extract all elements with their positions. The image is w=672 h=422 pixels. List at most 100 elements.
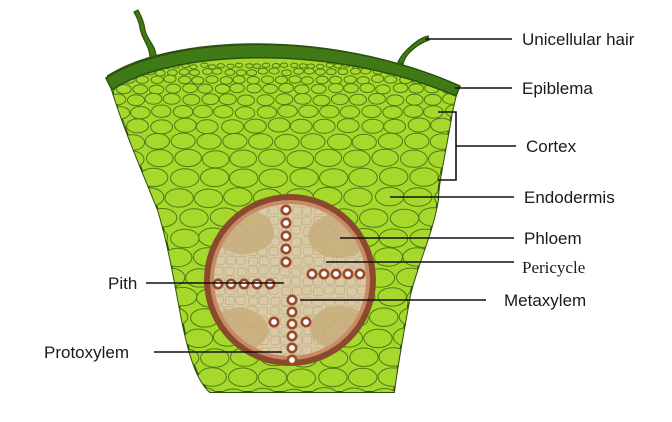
cortex-cell [281, 69, 292, 77]
stele-cell [292, 206, 303, 216]
cortex-cell [218, 93, 237, 106]
cortex-cell [138, 367, 168, 388]
cortex-cell [221, 119, 244, 135]
stele-cell [325, 226, 336, 236]
cortex-cell [463, 70, 473, 76]
stele-cell [323, 235, 334, 245]
stele-cell [346, 287, 357, 297]
cortex-cell [178, 68, 190, 76]
cortex-cell [289, 168, 319, 188]
epiblema-layer [105, 43, 461, 97]
stele-cell [312, 277, 323, 286]
cortex-cell [369, 388, 399, 393]
label-cortex: Cortex [526, 137, 577, 156]
xylem-vessel [238, 278, 250, 290]
cortex-cell [170, 132, 196, 150]
cortex-cell [108, 63, 118, 69]
cortex-cell [442, 63, 452, 70]
stele-cell [313, 326, 324, 335]
cortex-cell [319, 104, 340, 119]
cortex-cell [286, 150, 315, 169]
cortex-cell [349, 347, 379, 367]
cortex-cell [108, 62, 109, 68]
stele-cell [258, 265, 269, 275]
stele-cell [236, 317, 247, 327]
stele-cell [303, 246, 314, 256]
stele-cell [313, 216, 324, 225]
stele-cell [224, 305, 235, 315]
cortex-cell [211, 67, 223, 75]
cortex-cell [343, 83, 359, 94]
xylem-vessel [280, 230, 292, 242]
cortex-cell [373, 247, 403, 267]
cortex-cell [153, 327, 183, 348]
cortex-cell [414, 62, 423, 69]
stele-cell [314, 257, 324, 266]
cortex-cell [275, 93, 294, 106]
stele-cell [269, 265, 280, 275]
cortex-cell [226, 63, 235, 70]
cortex-cell [168, 367, 198, 388]
stele-cell [291, 267, 301, 277]
stele-cell [236, 225, 247, 235]
cortex-cell [274, 75, 289, 85]
cortex-cell [109, 106, 131, 120]
label-epiblema: Epiblema [522, 79, 593, 98]
cortex-cell [151, 104, 172, 118]
cortex-cell [147, 208, 178, 228]
stele-cell [258, 336, 269, 346]
cortex-cell [339, 105, 361, 119]
cortex-cell [350, 67, 361, 75]
cortex-cell [202, 68, 213, 75]
cortex-cell [460, 63, 467, 67]
cortex-cell [428, 388, 458, 393]
stele-cell [259, 237, 270, 247]
cortex-cell [437, 367, 458, 388]
cortex-cell [300, 133, 326, 150]
cortex-cell [348, 167, 378, 188]
cortex-cell [293, 93, 312, 105]
stele-cell [248, 296, 259, 306]
cortex-cell [213, 105, 234, 119]
stele-cell [247, 246, 258, 256]
stele-cell [301, 286, 312, 295]
cortex-cell [382, 105, 403, 120]
cortex-cell [246, 83, 262, 94]
cortex-cell [208, 64, 217, 70]
cortex-cell [434, 64, 443, 70]
stele-cell [247, 326, 258, 336]
cortex-cell [200, 167, 230, 188]
stele-cell [269, 227, 280, 237]
xylem-vessel [354, 268, 366, 280]
stele-cell [314, 316, 325, 326]
xylem-vessel [264, 278, 276, 290]
cortex-cell [192, 104, 214, 119]
stele-cell [269, 306, 280, 316]
cortex-cell [432, 248, 458, 268]
cortex-cell [248, 133, 274, 150]
stele-cell [325, 275, 336, 285]
cortex-cell [461, 94, 478, 105]
cortex-cell [423, 93, 442, 106]
cortex-cell [294, 84, 310, 95]
stele-cell [301, 236, 312, 246]
stele-cell [237, 236, 248, 246]
stele-cell [235, 255, 246, 265]
stele-cell [303, 255, 314, 265]
cortex-cell [455, 150, 458, 169]
stele-cell [314, 226, 325, 236]
cortex-cell [371, 148, 399, 167]
stele-cell [257, 227, 268, 236]
cortex-cell [232, 75, 246, 84]
stele-cell [268, 246, 279, 256]
stele-cell [291, 286, 302, 296]
cortex-cell [309, 387, 340, 393]
cortex-cell [246, 69, 258, 77]
cortex-cell [290, 62, 299, 69]
cortex-cell [455, 268, 458, 289]
stele-cell [270, 237, 281, 247]
stele-cell [301, 216, 312, 226]
cortex-cell [216, 63, 226, 69]
cortex-cell [279, 388, 309, 393]
cortex-cell [164, 188, 194, 208]
